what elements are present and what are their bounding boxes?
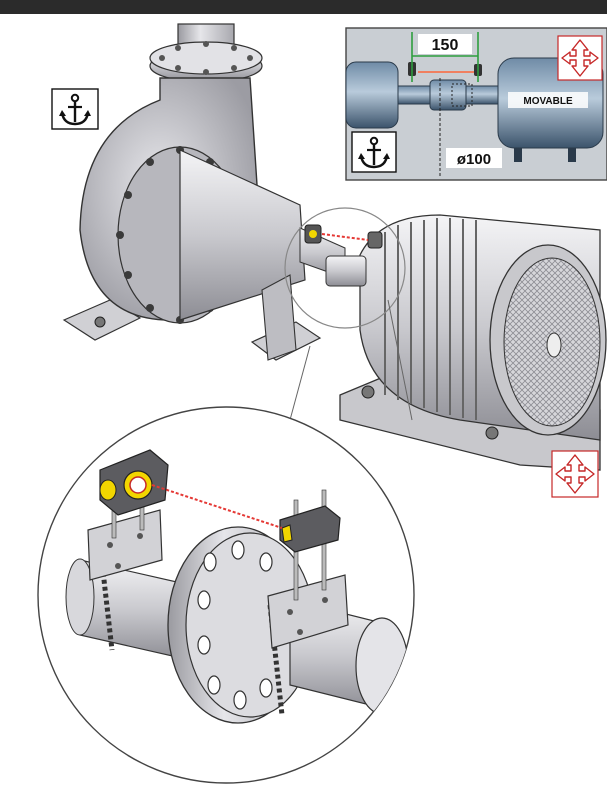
four-way-arrows-icon (551, 450, 599, 498)
anchor-icon (51, 88, 99, 130)
distance-label: 150 (432, 37, 459, 54)
motor (339, 214, 607, 471)
diameter-label: ø100 (457, 151, 491, 168)
header-bar (0, 0, 607, 14)
movable-label: MOVABLE (523, 96, 573, 107)
anchor-icon-inset (351, 131, 397, 173)
four-way-arrows-icon-inset (557, 35, 603, 81)
pump (62, 23, 346, 361)
coupling-zoom-source (284, 207, 413, 421)
coupling-detail-view (37, 406, 415, 784)
